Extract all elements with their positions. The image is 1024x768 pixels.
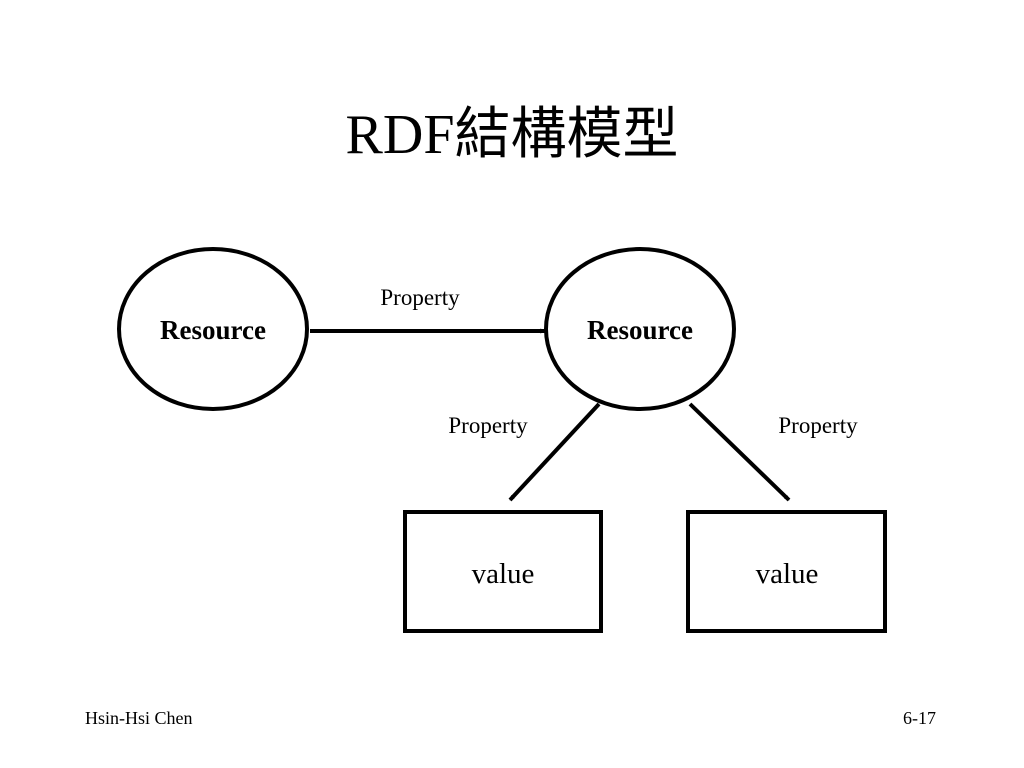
edge-resource-to-value-right: Property <box>688 402 858 502</box>
value-node-right-shape <box>686 510 887 633</box>
footer-author: Hsin-Hsi Chen <box>85 708 193 728</box>
edge-resource-to-resource: Property <box>310 285 546 334</box>
resource-node-right: Resource <box>544 247 736 411</box>
value-node-left-label: value <box>472 558 535 590</box>
edge-resource-to-value-right-arrow <box>688 402 791 502</box>
value-node-right-label: value <box>756 558 819 590</box>
slide-title: RDF結構模型 <box>345 104 679 166</box>
resource-node-left: Resource <box>117 247 309 411</box>
edge-resource-to-value-left-label: Property <box>448 413 528 438</box>
edge-resource-to-value-left: Property <box>448 402 601 502</box>
resource-node-right-label: Resource <box>587 315 693 345</box>
value-node-left-shape <box>403 510 603 633</box>
edge-resource-to-value-right-label: Property <box>778 413 858 438</box>
footer-page-number: 6-17 <box>903 708 936 728</box>
value-node-left: value <box>403 510 603 633</box>
resource-node-left-label: Resource <box>160 315 266 345</box>
resource-node-left-shape <box>117 247 309 411</box>
resource-node-right-shape <box>544 247 736 411</box>
value-node-right: value <box>686 510 887 633</box>
edge-resource-to-value-left-arrow <box>508 402 601 502</box>
edge-resource-to-resource-label: Property <box>380 285 460 310</box>
